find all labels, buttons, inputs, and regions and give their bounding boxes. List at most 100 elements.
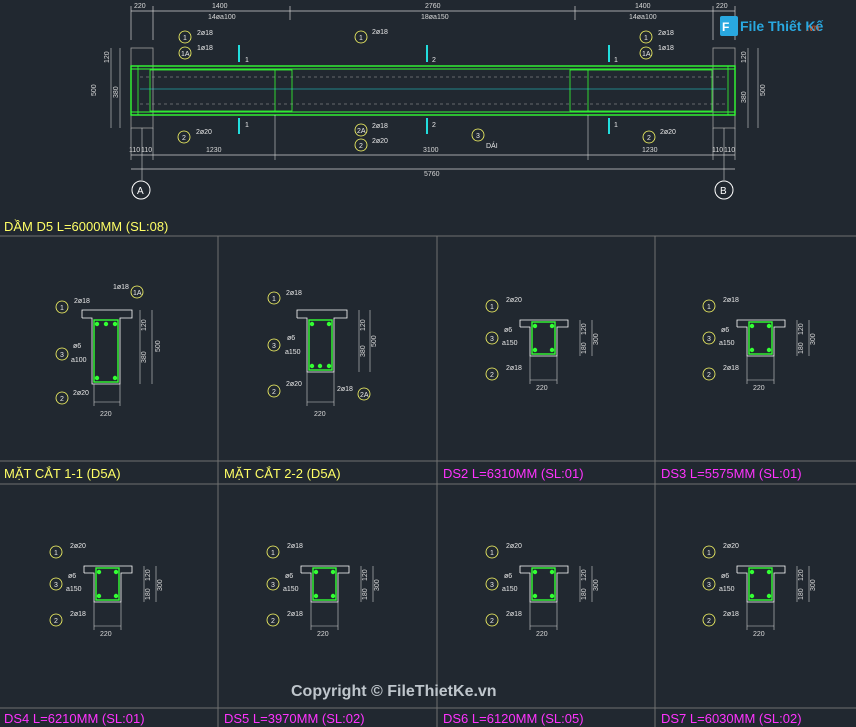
dim-total: 5760 <box>424 171 440 178</box>
dim-bot-6: 110 <box>712 147 723 154</box>
svg-text:220: 220 <box>100 411 112 418</box>
tag-label: 3 <box>490 336 494 343</box>
svg-text:DÁI: DÁI <box>486 141 498 150</box>
tag-1-mid: 1 2ø18 <box>354 29 388 44</box>
dim-width: 220 <box>536 631 548 638</box>
svg-text:2: 2 <box>647 135 651 142</box>
dim-width: 220 <box>753 631 765 638</box>
rebar-bottom: 2ø18 <box>506 611 522 618</box>
tag-circle <box>49 613 63 627</box>
svg-text:2ø18: 2ø18 <box>286 290 302 297</box>
dim-slab: 120 <box>798 323 805 335</box>
rebar-bottom: 2ø18 <box>287 611 303 618</box>
tag-2-left: 2 2ø20 <box>177 129 212 144</box>
svg-text:1: 1 <box>183 35 187 42</box>
svg-text:F: F <box>722 20 729 34</box>
svg-text:2: 2 <box>272 389 276 396</box>
tag-circle <box>49 545 63 559</box>
dim-side-380-right: 380 <box>741 91 748 103</box>
dim-bot-2: 110 <box>141 147 152 154</box>
dim-web: 180 <box>362 588 369 600</box>
tag-2-mid: 2 2ø20 <box>354 138 388 152</box>
dim-total: 300 <box>374 579 381 591</box>
tag-label: 1 <box>490 304 494 311</box>
dim-slab: 120 <box>145 569 152 581</box>
rebar-stirrup-right: 14øa100 <box>629 14 657 21</box>
svg-text:1ø18: 1ø18 <box>658 45 674 52</box>
tag-label: 3 <box>707 582 711 589</box>
svg-text:ø6: ø6 <box>73 343 81 350</box>
svg-text:2ø18: 2ø18 <box>372 123 388 130</box>
svg-text:1: 1 <box>60 305 64 312</box>
dim-side-500-left: 500 <box>91 84 98 96</box>
svg-text:500: 500 <box>371 335 378 347</box>
dim-top-3: 2760 <box>425 3 441 10</box>
logo-suffix: .vn <box>806 23 819 34</box>
svg-text:2ø18: 2ø18 <box>372 29 388 36</box>
svg-text:a150: a150 <box>285 349 301 356</box>
tag-circle <box>702 367 716 381</box>
svg-text:2ø20: 2ø20 <box>286 381 302 388</box>
tag-circle <box>485 545 499 559</box>
section-mark-3-top: 1 <box>614 57 618 64</box>
rebar-bottom: 2ø18 <box>70 611 86 618</box>
dim-top-5: 220 <box>716 3 728 10</box>
dim-width: 220 <box>100 631 112 638</box>
caption-ds4: DS4 L=6210MM (SL:01) <box>4 711 145 726</box>
svg-text:2: 2 <box>60 396 64 403</box>
copyright-watermark: Copyright © FileThietKe.vn <box>291 683 497 700</box>
rebar-stirrup-left: 14øa100 <box>208 14 236 21</box>
tag-label: 3 <box>707 336 711 343</box>
rebar-spacing: a150 <box>719 586 735 593</box>
svg-text:1A: 1A <box>181 51 190 58</box>
section-2-2: 220 120 380 500 1 2ø18 3 ø6 a150 2 2ø20 … <box>267 290 378 418</box>
tag-label: 1 <box>54 550 58 557</box>
dim-total: 300 <box>157 579 164 591</box>
rebar-top: 2ø20 <box>723 543 739 550</box>
dim-side-120-right: 120 <box>741 51 748 63</box>
rebar-bottom: 2ø18 <box>723 365 739 372</box>
dim-width: 220 <box>753 385 765 392</box>
caption-ds3: DS3 L=5575MM (SL:01) <box>661 466 802 481</box>
svg-text:380: 380 <box>360 345 367 357</box>
rebar-top: 2ø20 <box>70 543 86 550</box>
dim-bot-3: 1230 <box>206 147 222 154</box>
dim-top-2: 1400 <box>212 3 228 10</box>
svg-text:2ø20: 2ø20 <box>660 129 676 136</box>
dim-web: 180 <box>581 588 588 600</box>
rebar-top: 2ø20 <box>506 297 522 304</box>
tag-label: 2 <box>490 618 494 625</box>
section-1-1: 220 120 380 500 1 2ø18 1A 1ø18 3 ø6 a100… <box>55 284 162 418</box>
svg-text:2ø20: 2ø20 <box>196 129 212 136</box>
svg-text:2ø18: 2ø18 <box>197 30 213 37</box>
svg-text:2: 2 <box>359 143 363 150</box>
dim-side-380-left: 380 <box>113 86 120 98</box>
caption-ds7: DS7 L=6030MM (SL:02) <box>661 711 802 726</box>
tag-circle <box>485 299 499 313</box>
tag-label: 2 <box>54 618 58 625</box>
section-mark-3-bottom: 1 <box>614 122 618 129</box>
tag-label: 2 <box>707 618 711 625</box>
rebar-spacing: a150 <box>719 340 735 347</box>
svg-text:2ø20: 2ø20 <box>73 390 89 397</box>
caption-ds2: DS2 L=6310MM (SL:01) <box>443 466 584 481</box>
svg-text:2: 2 <box>182 135 186 142</box>
dim-web: 180 <box>581 342 588 354</box>
dim-width: 220 <box>317 631 329 638</box>
rebar-spacing: a150 <box>502 340 518 347</box>
svg-text:220: 220 <box>314 411 326 418</box>
dim-bot-1: 110 <box>129 147 140 154</box>
caption-ds5: DS5 L=3970MM (SL:02) <box>224 711 365 726</box>
tag-2-right: 2 2ø20 <box>642 129 676 144</box>
svg-text:1A: 1A <box>642 51 651 58</box>
svg-text:3: 3 <box>272 343 276 350</box>
svg-text:120: 120 <box>141 319 148 331</box>
tag-label: 1 <box>490 550 494 557</box>
caption-section-1: MẶT CẮT 1-1 (D5A) <box>4 466 121 481</box>
dim-slab: 120 <box>798 569 805 581</box>
rebar-bottom: 2ø18 <box>723 611 739 618</box>
svg-text:1: 1 <box>644 35 648 42</box>
